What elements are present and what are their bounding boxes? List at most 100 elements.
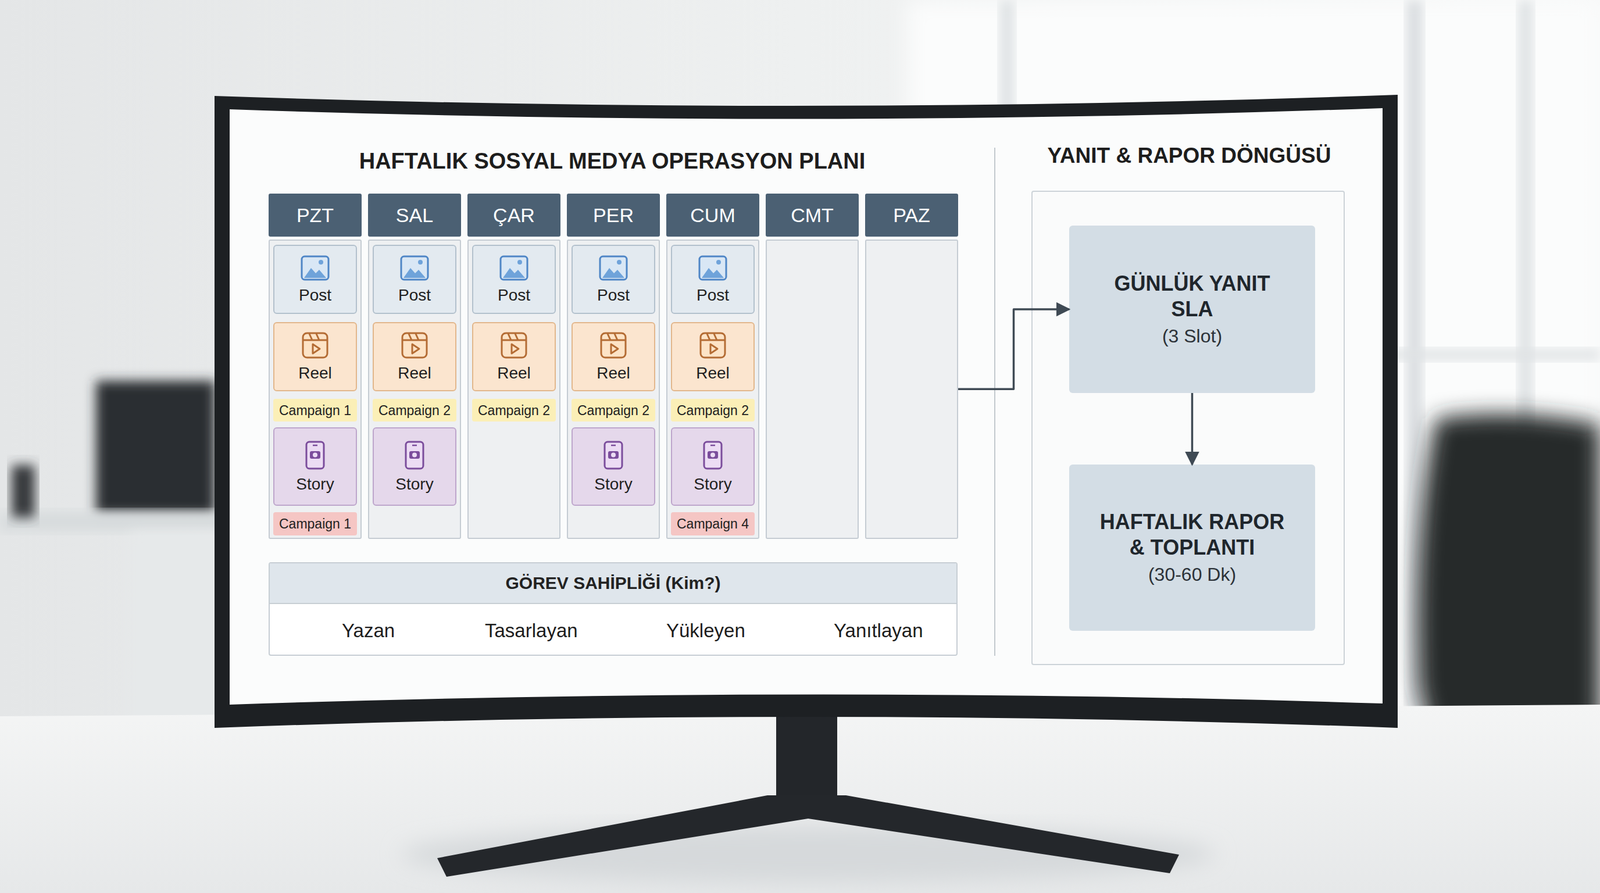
day-column: PER PostReelCampaign 2 Story	[566, 193, 660, 539]
card-label: Post	[298, 286, 332, 305]
band-heading: GÖREV SAHİPLİĞİ (Kim?)	[269, 563, 957, 605]
campaign-tag: Campaign 2	[571, 398, 656, 422]
card-label: Story	[395, 475, 434, 494]
reel-icon	[400, 331, 429, 360]
icon-frame	[402, 333, 427, 358]
panel-divider	[994, 147, 996, 656]
story-icon	[304, 440, 326, 471]
icon-clapper	[601, 333, 626, 341]
icon-speaker	[710, 444, 716, 446]
icon-frame	[301, 256, 329, 280]
icon-sun	[318, 259, 324, 265]
icon-frame	[500, 256, 528, 280]
day-column: CUMPostReelCampaign 2StoryCampaign 4	[666, 193, 760, 539]
reel-card: Reel	[273, 322, 357, 392]
reel-icon	[301, 331, 330, 360]
campaign-label: Campaign 2	[577, 401, 650, 420]
campaign-label: Campaign 1	[279, 401, 352, 420]
icon-mountain	[602, 268, 625, 278]
day-header: PAZ	[865, 193, 959, 237]
panel-heading: YANIT & RAPOR DÖNGÜSÜ	[962, 141, 1416, 170]
icon-play	[312, 344, 320, 354]
column-body	[865, 239, 959, 539]
card-label: Reel	[397, 363, 432, 383]
reel-card: Reel	[571, 322, 656, 392]
role-label: Yanıtlayan	[833, 618, 924, 644]
post-card: Post	[670, 244, 755, 314]
monitor-screen	[229, 108, 1383, 705]
icon-speaker	[611, 444, 616, 446]
day-header: PZT	[268, 193, 362, 237]
day-column: SALPostReelCampaign 2Story	[368, 193, 462, 539]
card-label: Post	[696, 286, 730, 305]
column-body	[765, 239, 859, 539]
card-label: Reel	[497, 363, 531, 383]
icon-lens	[710, 452, 716, 457]
card-label: Post	[398, 286, 431, 305]
icon-frame	[302, 333, 328, 358]
story-card: Story	[571, 427, 656, 506]
icon-play	[511, 344, 519, 354]
campaign-label: Campaign 2	[378, 401, 451, 420]
icon-camera	[707, 451, 719, 459]
reel-icon	[599, 331, 628, 360]
reel-card: Reel	[372, 322, 457, 392]
icon-frame	[601, 333, 626, 358]
day-column: CMT	[765, 193, 859, 539]
campaign-label: Campaign 4	[676, 514, 749, 534]
icon-play	[611, 344, 619, 354]
story-icon	[602, 440, 624, 471]
card-label: Post	[497, 286, 531, 305]
background-monitor	[95, 380, 216, 515]
story-icon	[702, 440, 724, 471]
background-object	[11, 465, 35, 518]
process-box: GÜNLÜK YANIT SLA(3 Slot)	[1069, 225, 1316, 394]
background-cabinet	[130, 531, 224, 741]
connector-arrow	[1191, 393, 1194, 465]
icon-sun	[418, 259, 423, 265]
reel-card: Reel	[670, 322, 755, 392]
icon-mountain	[502, 268, 525, 278]
post-icon	[399, 254, 430, 282]
icon-phone	[405, 441, 424, 469]
icon-sun	[616, 259, 622, 265]
icon-frame	[600, 256, 627, 280]
reel-icon	[698, 331, 727, 360]
campaign-label: Campaign 2	[676, 401, 749, 420]
icon-clapper	[700, 333, 725, 341]
campaign-tag: Campaign 1	[273, 398, 357, 422]
story-card: Story	[273, 427, 357, 506]
card-label: Post	[597, 286, 630, 305]
card-label: Story	[693, 475, 732, 494]
icon-mountain	[403, 268, 426, 278]
campaign-label: Campaign 2	[477, 401, 550, 420]
box-note: (3 Slot)	[1162, 324, 1223, 348]
post-icon	[498, 254, 530, 282]
day-column: ÇAR PostReelCampaign 2	[467, 193, 561, 539]
icon-frame	[700, 333, 725, 358]
connector-arrow	[958, 309, 1070, 389]
card-label: Reel	[596, 363, 631, 383]
icon-lens	[611, 452, 616, 457]
icon-clapper	[501, 333, 527, 341]
campaign-tag: Campaign 2	[372, 398, 457, 422]
campaign-label: Campaign 1	[279, 514, 352, 534]
icon-speaker	[312, 444, 318, 446]
post-icon	[300, 254, 331, 282]
icon-mountain	[701, 268, 724, 278]
card-label: Reel	[695, 363, 730, 383]
story-card: Story	[670, 427, 755, 506]
diagram-title: HAFTALIK SOSYAL MEDYA OPERASYON PLANI	[263, 147, 962, 175]
day-column: PAZ	[865, 193, 959, 539]
icon-phone	[306, 441, 324, 469]
icon-mountain	[304, 268, 327, 278]
day-header: CMT	[765, 193, 859, 237]
day-header: ÇAR	[467, 193, 561, 237]
card-label: Story	[295, 475, 334, 494]
post-icon	[697, 254, 728, 282]
icon-lens	[412, 452, 417, 457]
day-header: PER	[566, 193, 660, 237]
campaign-tag: Campaign 4	[670, 512, 755, 536]
box-note: (30-60 Dk)	[1148, 562, 1237, 587]
